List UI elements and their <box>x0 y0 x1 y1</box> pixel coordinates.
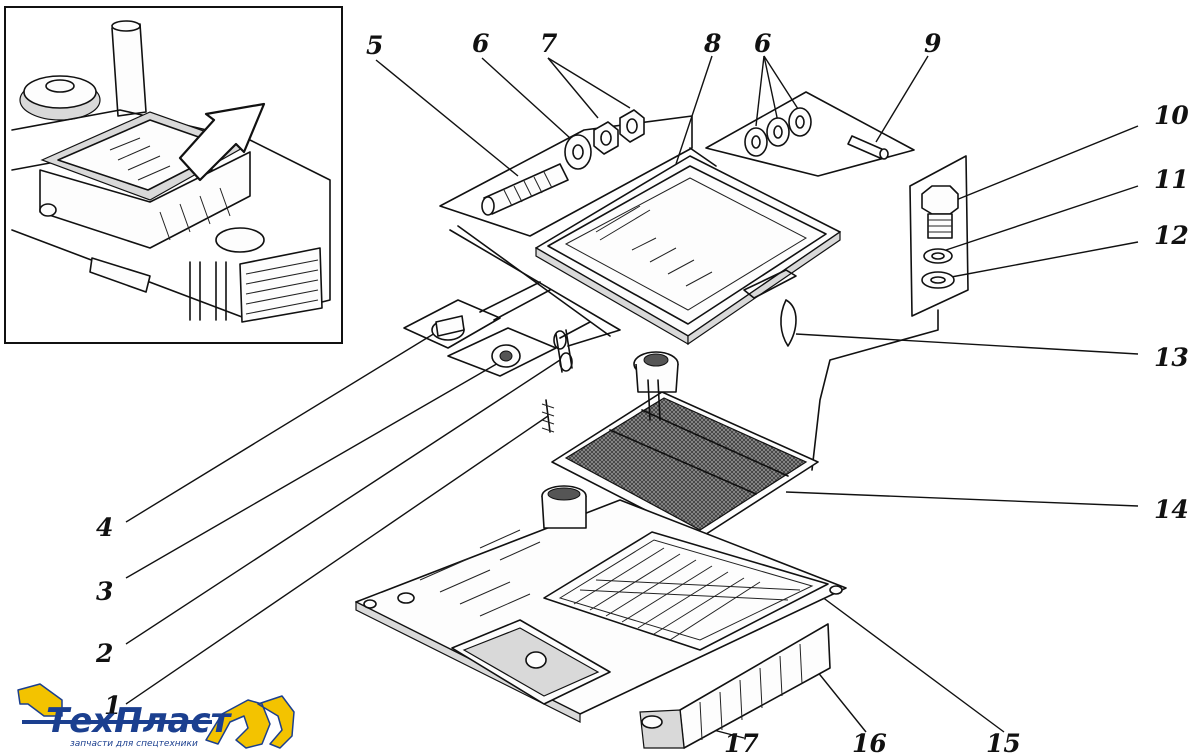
logo-tagline: запчасти для спецтехники <box>70 739 198 749</box>
callout-14: 14 <box>1154 495 1189 524</box>
callout-1: 1 <box>104 691 121 720</box>
inset-overview <box>4 6 343 344</box>
callout-6-left: 6 <box>472 29 489 58</box>
part-12-washer <box>921 271 955 289</box>
callout-13: 13 <box>1154 343 1189 372</box>
leader-lines <box>125 55 1139 739</box>
callout-11: 11 <box>1154 165 1189 194</box>
techplast-logo: ТехПласт запчасти для спецтехники <box>17 683 295 749</box>
callout-8: 8 <box>703 29 721 58</box>
group-frames <box>403 91 969 471</box>
part-1-spring <box>541 399 555 433</box>
callout-2: 2 <box>95 639 113 668</box>
callout-4: 4 <box>96 513 113 542</box>
callout-labels: 5 6 7 8 6 9 10 11 12 13 14 4 3 2 1 15 16… <box>95 29 1189 756</box>
callout-17: 17 <box>724 729 759 756</box>
callout-3: 3 <box>96 577 113 606</box>
callout-9: 9 <box>924 29 941 58</box>
part-6-washer <box>564 134 592 170</box>
part-3-grommet <box>491 344 521 368</box>
part-8-cover <box>535 155 841 346</box>
callout-7: 7 <box>540 29 558 58</box>
callout-10: 10 <box>1154 101 1189 130</box>
excavator-icon <box>17 683 295 749</box>
part-14-mesh-screen <box>551 351 819 539</box>
part-2-chain <box>553 329 573 373</box>
part-6-washers-right <box>744 107 812 157</box>
callout-15: 15 <box>986 729 1021 756</box>
part-11-washer <box>923 248 953 264</box>
callout-6-right: 6 <box>754 29 771 58</box>
callout-5: 5 <box>366 31 383 60</box>
part-4-plug <box>431 315 465 341</box>
callout-12: 12 <box>1154 221 1189 250</box>
part-5-stud <box>481 163 569 216</box>
part-15-16-17-base <box>355 485 847 749</box>
part-7-nuts <box>593 109 645 155</box>
part-9-pin <box>847 135 889 160</box>
part-10-bolt <box>921 185 959 239</box>
logo-brand: ТехПласт <box>46 701 233 741</box>
callout-16: 16 <box>852 729 887 756</box>
part-13-clip <box>780 299 797 347</box>
